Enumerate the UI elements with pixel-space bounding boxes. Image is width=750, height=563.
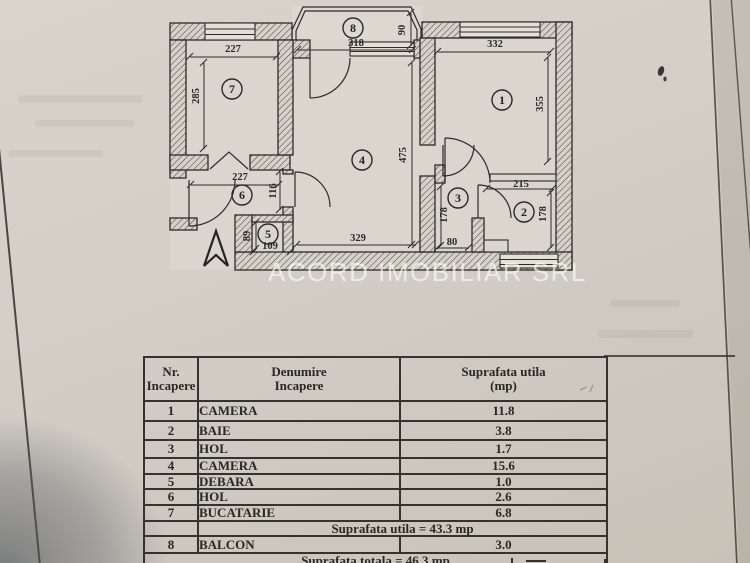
row-area: 15.6 [399,457,608,475]
subtotal-text: Suprafata utila = 43.3 mp [197,519,608,538]
room-label-4: 4 [359,153,365,167]
header-name-line2: Incapere [274,378,324,393]
dim-balcony-width: 318 [348,38,364,49]
row-nr: 2 [143,420,199,441]
table-row: 3 HOL 1.7 [143,439,608,459]
row-name: HOL [197,488,401,506]
partial-row-left-border [143,559,145,563]
doors [188,57,512,227]
row-area: 11.8 [399,400,608,422]
north-arrow-icon [202,227,230,267]
partial-row-right-border [604,559,606,563]
subtotal-row: Suprafata utila = 43.3 mp [143,519,608,538]
dim-room2-height: 178 [538,206,549,222]
header-area-line1: Suprafata utila [461,364,546,380]
table-row: 5 DEBARA 1.0 [143,472,608,491]
header-area-line2: (mp) [490,378,517,393]
table-header-row: Nr. Incapere Denumire Incapere Suprafata… [143,356,608,402]
row-area: 3.8 [399,420,608,441]
table-row: 6 HOL 2.6 [143,488,608,506]
table-row: 8 BALCON 3.0 [143,535,608,555]
corner-shadow [0,415,170,563]
row-name: BALCON [197,535,401,555]
row-area: 6.8 [399,503,608,522]
header-nr-line1: Nr. [162,364,180,380]
room2-door [477,184,512,219]
room-label-7: 7 [229,82,235,96]
row-name: HOL [197,439,401,459]
room-labels: 1 2 3 4 5 6 7 8 [221,17,535,245]
row-nr: 8 [143,535,199,555]
row-name: DEBARA [197,472,401,491]
dim-hall3-width: 80 [447,237,458,248]
dim-room7-width: 227 [225,44,241,55]
thin-partitions [483,173,557,253]
dim-room7-height: 285 [191,88,202,104]
row-area: 3.0 [399,535,608,555]
row-nr: 4 [143,457,199,475]
row-name: BUCATARIE [197,503,401,522]
ruled-line [604,355,735,357]
paper-marks [579,66,667,393]
watermark-text: ACORD IMOBILIAR SRL [268,257,587,287]
row-area: 1.0 [399,472,608,491]
dim-balcony-depth: 90 [397,25,408,36]
header-nr-line2: Incapere [146,378,196,393]
row-nr: 7 [143,503,199,522]
dim-hall3-height: 178 [439,207,450,223]
dimension-labels: 227 285 227 116 89 109 318 90 332 355 47… [191,25,549,252]
paper-bleedthrough [8,95,693,338]
dim-room4-height: 475 [398,147,409,163]
table-row: 7 BUCATARIE 6.8 [143,503,608,522]
table-row: 2 BAIE 3.8 [143,420,608,441]
room-label-8: 8 [350,21,356,35]
dimension-lines [185,8,557,256]
row-name: BAIE [197,420,401,441]
dim-room2-width: 215 [513,179,529,190]
dim-hall6-depth: 116 [268,183,279,198]
table-row: 4 CAMERA 15.6 [143,457,608,475]
row-name: CAMERA [197,400,401,422]
windows [204,21,559,269]
partial-row-mark [526,560,546,562]
room-label-6: 6 [239,188,245,202]
partial-row-divider [511,558,513,563]
room-label-2: 2 [521,205,527,219]
row-nr: 3 [143,439,199,459]
dim-room1-height: 355 [535,96,546,112]
dim-room5-height: 89 [242,231,253,242]
row-area: 2.6 [399,488,608,506]
table-row: 1 CAMERA 11.8 [143,400,608,422]
row-nr: 5 [143,472,199,491]
dim-room1-width: 332 [487,39,503,50]
dim-room5-width: 109 [262,241,278,252]
dim-hall6-width: 227 [232,172,248,183]
row-name: CAMERA [197,457,401,475]
total-row: Suprafata totala = 46.3 mp [143,552,608,563]
room-label-5: 5 [265,227,271,241]
total-text: Suprafata totala = 46.3 mp [143,552,608,563]
row-area: 1.7 [399,439,608,459]
hall6-door [294,171,331,208]
room-label-1: 1 [499,93,505,107]
room-area-table: Nr. Incapere Denumire Incapere Suprafata… [143,356,608,563]
dim-room4-width: 329 [350,233,366,244]
balcony-door [309,57,351,99]
hall3-door [442,144,475,177]
header-name-line1: Denumire [271,364,327,380]
room-label-3: 3 [455,191,461,205]
room7-door-mark [209,151,249,170]
row-nr: 6 [143,488,199,506]
row-nr: 1 [143,400,199,422]
